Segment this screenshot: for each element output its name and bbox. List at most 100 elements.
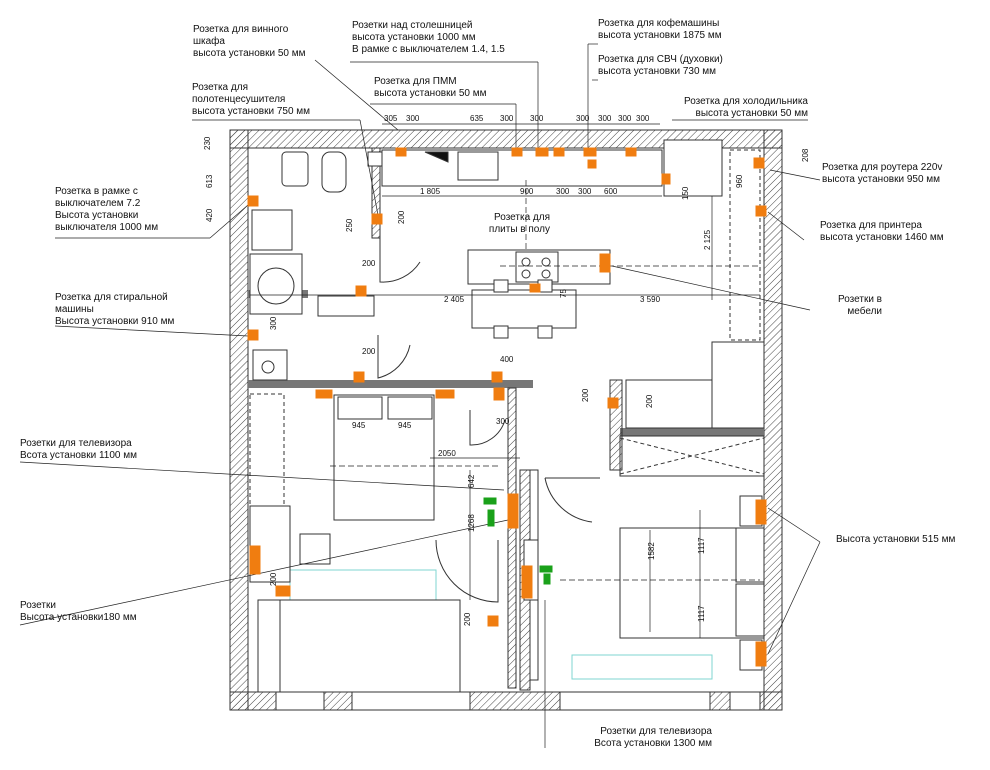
dim-misc-7: 200	[645, 394, 654, 408]
label-dishwasher-socket: Розетка для ПММ высота установки 50 мм	[374, 76, 486, 100]
label-router-socket: Розетка для роутера 220v высота установк…	[822, 162, 942, 186]
dim-left-4: 250	[345, 218, 354, 232]
dim-misc-1: 200	[362, 259, 376, 268]
dim-k-5: 600	[604, 187, 618, 196]
dim-mid-7: 208	[801, 148, 810, 162]
label-microwave-socket: Розетка для СВЧ (духовки) высота установ…	[598, 54, 723, 78]
dim-misc-2: 300	[269, 316, 278, 330]
dim-k-4: 300	[578, 187, 592, 196]
label-line: Высота установки	[55, 210, 139, 221]
label-line: высота установки 950 мм	[822, 174, 941, 185]
label-line: Розетка в рамке с	[55, 186, 138, 197]
label-line: Розетка для кофемашины	[598, 18, 720, 29]
label-line: мебели	[847, 306, 882, 317]
label-line: высота установки 750 мм	[192, 106, 311, 117]
label-line: Высота установки 515 мм	[836, 534, 956, 545]
label-line: Розетки над столешницей	[352, 20, 473, 31]
dim-misc-5: 300	[496, 417, 510, 426]
dim-bed1-1: 945	[352, 421, 366, 430]
label-wine-socket: Розетка для винного шкафа высота установ…	[193, 24, 305, 60]
dim-top-1: 305	[384, 114, 398, 123]
dimension-lines	[19, 43, 821, 748]
label-line: высота установки 1000 мм	[352, 32, 476, 43]
label-line: выключателя 1000 мм	[55, 222, 159, 233]
dimension-labels: 305 300 635 300 300 300 300 300 300 1 80…	[203, 114, 810, 626]
label-line: Всота установки 1300 мм	[594, 738, 712, 749]
label-line: полотенцесушителя	[192, 94, 286, 105]
dim-bed2-3: 1117	[697, 605, 706, 622]
label-line: высота установки 50 мм	[695, 108, 808, 119]
dim-top-5: 300	[530, 114, 544, 123]
dim-top-4: 300	[500, 114, 514, 123]
bathroom	[249, 151, 383, 381]
dim-mid-6: 960	[735, 174, 744, 188]
label-line: плиты в полу	[488, 224, 550, 235]
label-height-515: Высота установки 515 мм	[836, 534, 955, 546]
dim-bed1-3: 2050	[438, 449, 456, 458]
dim-left-2: 613	[205, 174, 214, 188]
label-switch-frame-socket: Розетка в рамке с выключателем 7.2 Высот…	[55, 186, 158, 234]
label-line: Розетка для	[494, 212, 550, 223]
label-printer-socket: Розетка для принтера высота установки 14…	[820, 220, 944, 244]
label-line: Розетки для телевизора	[20, 438, 132, 449]
label-line: шкафа	[193, 36, 225, 47]
label-furniture-sockets: Розетки в мебели	[838, 294, 882, 318]
dim-misc-4: 200	[362, 347, 376, 356]
label-line: высота установки 1460 мм	[820, 232, 944, 243]
kitchen	[381, 139, 765, 429]
label-line: высота установки 50 мм	[374, 88, 487, 99]
label-countertop-sockets: Розетки над столешницей высота установки…	[352, 20, 505, 56]
label-line: В рамке с выключателем 1.4, 1.5	[352, 44, 505, 55]
dim-top-2: 300	[406, 114, 420, 123]
dim-top-8: 300	[618, 114, 632, 123]
dim-left-1: 230	[203, 136, 212, 150]
doors	[377, 238, 600, 603]
label-line: Розетки	[20, 600, 56, 611]
label-coffee-socket: Розетка для кофемашины высота установки …	[598, 18, 722, 42]
dim-bottom-2: 200	[463, 612, 472, 626]
sockets	[247, 147, 767, 667]
dim-top-9: 300	[636, 114, 650, 123]
dim-k-3: 300	[556, 187, 570, 196]
label-towel-socket: Розетка для полотенцесушителя высота уст…	[192, 82, 310, 118]
label-fridge-socket: Розетка для холодильника высота установк…	[684, 96, 808, 120]
dim-top-3: 635	[470, 114, 484, 123]
label-washer-socket: Розетка для стиральной машины Высота уст…	[55, 292, 174, 328]
label-line: Розетка для винного	[193, 24, 289, 35]
dim-mid-2: 3 590	[640, 295, 661, 304]
dim-top-7: 300	[598, 114, 612, 123]
label-line: машины	[55, 304, 94, 315]
label-line: Розетка для СВЧ (духовки)	[598, 54, 723, 65]
label-line: выключателем 7.2	[55, 198, 141, 209]
label-line: высота установки 730 мм	[598, 66, 717, 77]
label-stove-socket: Розетка для плиты в полу	[489, 212, 550, 236]
dim-bed2-2: 1117	[697, 537, 706, 554]
dim-mid-4: 150	[681, 186, 690, 200]
dim-tv-2: 1268	[467, 514, 476, 532]
label-line: высота установки 50 мм	[193, 48, 306, 59]
dim-mid-3: 2 125	[703, 229, 712, 250]
dim-mid-1: 2 405	[444, 295, 465, 304]
label-sockets-180: Розетки Высота установки180 мм	[20, 600, 137, 624]
label-line: Розетка для ПММ	[374, 76, 457, 87]
dim-left-3: 420	[205, 208, 214, 222]
dim-misc-3: 400	[500, 355, 514, 364]
label-tv-sockets-2: Розетки для телевизора Всота установки 1…	[594, 726, 712, 750]
label-line: Розетка для холодильника	[683, 96, 808, 107]
bedrooms	[249, 393, 765, 693]
label-line: Розетка для	[192, 82, 248, 93]
switches	[483, 497, 553, 585]
dim-bottom-1: 200	[269, 572, 278, 586]
dim-mid-5: 75	[559, 289, 568, 298]
label-line: Розетки в	[837, 294, 882, 305]
dim-tv-1: 642	[467, 474, 476, 488]
dim-bed2-1: 1582	[647, 542, 656, 560]
label-line: Розетка для стиральной	[55, 292, 168, 303]
label-line: Высота установки 910 мм	[55, 316, 175, 327]
dim-misc-6: 200	[581, 388, 590, 402]
label-tv-sockets-1: Розетки для телевизора Всота установки 1…	[20, 438, 137, 462]
dim-k-1: 1 805	[420, 187, 441, 196]
dim-left-5: 200	[397, 210, 406, 224]
dim-bed1-2: 945	[398, 421, 412, 430]
